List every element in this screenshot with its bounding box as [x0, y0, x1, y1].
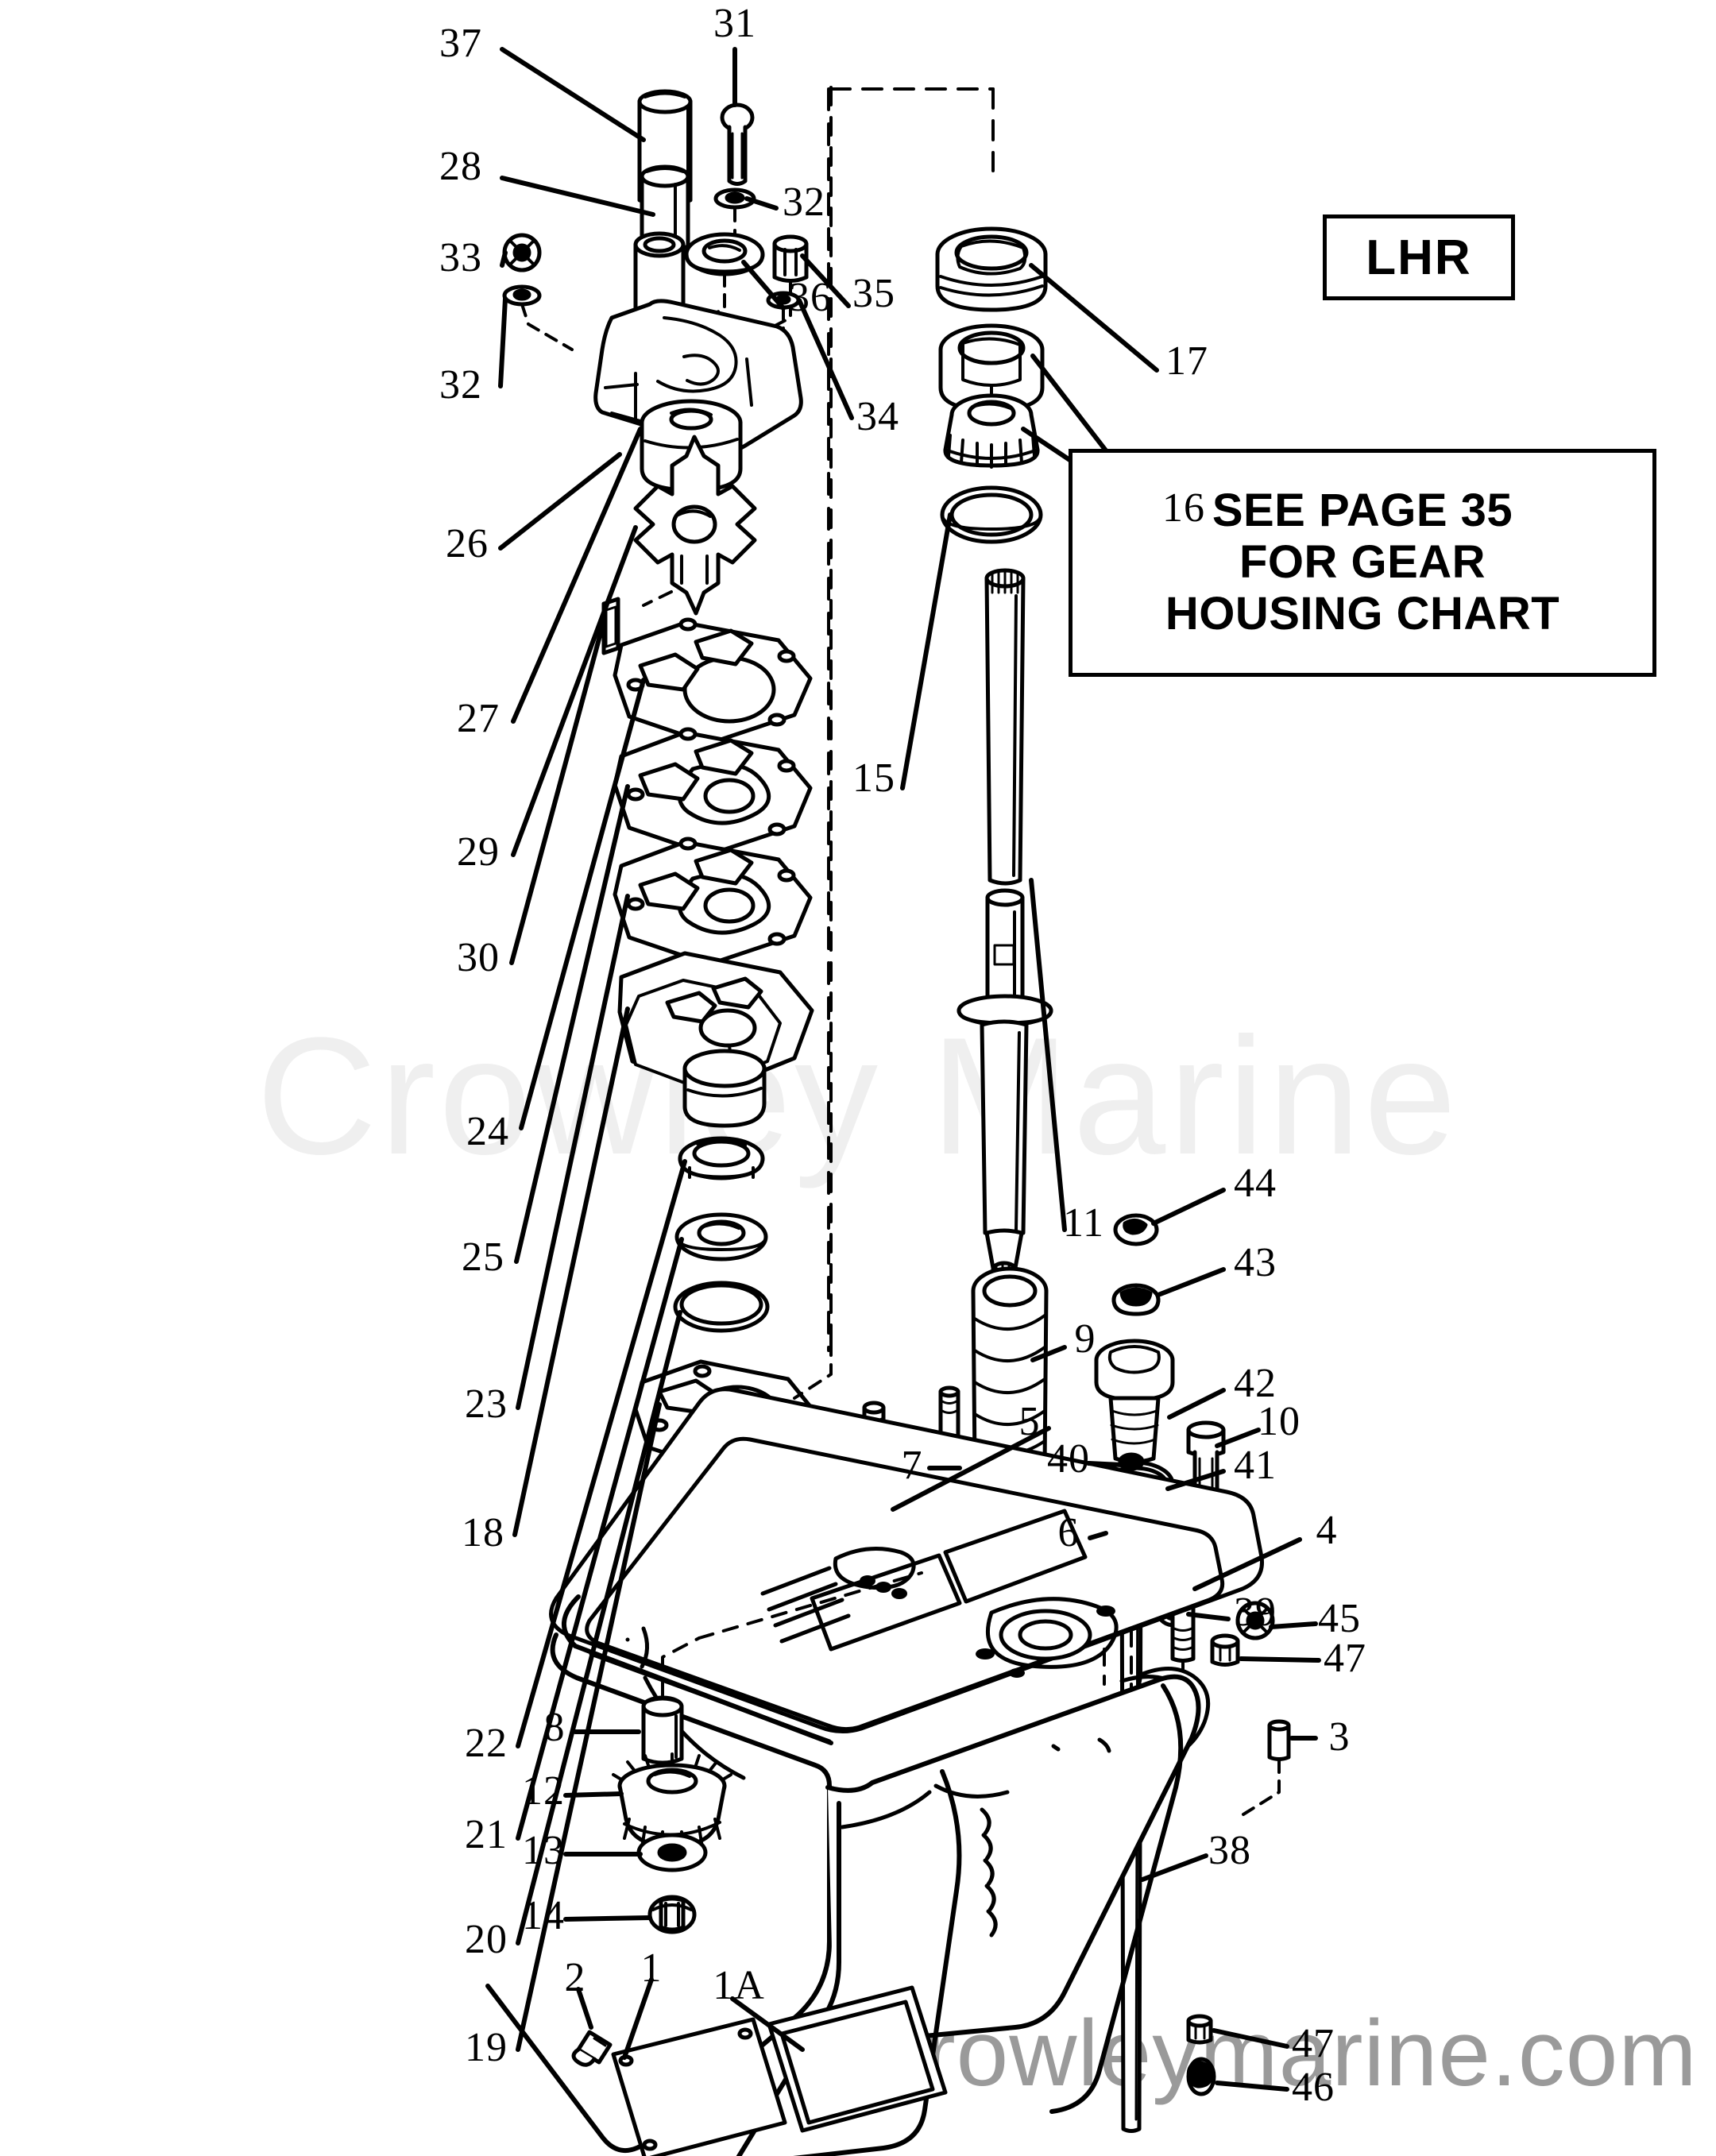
callout-44: 44 — [1234, 1161, 1277, 1206]
part-30-key — [601, 597, 620, 655]
callout-7: 7 — [901, 1443, 923, 1488]
part-12-gear — [612, 1752, 732, 1854]
leader-lines — [498, 47, 1321, 2092]
part-42-plug — [1094, 1339, 1175, 1464]
callout-38: 38 — [1208, 1828, 1251, 1873]
callout-30: 30 — [457, 935, 500, 980]
callout-46: 46 — [1292, 2065, 1335, 2110]
callout-1: 1 — [640, 1945, 663, 1991]
callout-39: 39 — [1234, 1590, 1277, 1635]
callout-23: 23 — [465, 1381, 508, 1427]
part-32-washer-lower — [502, 284, 574, 351]
callout-24: 24 — [466, 1109, 509, 1154]
callout-17: 17 — [1165, 338, 1208, 384]
callout-32: 32 — [783, 180, 825, 225]
part-14-nut — [647, 1895, 697, 1934]
callout-3: 3 — [1328, 1714, 1351, 1760]
part-18-pump-base — [617, 951, 814, 1128]
part-3-pin — [1267, 1719, 1291, 1761]
callout-41: 41 — [1234, 1443, 1277, 1488]
callout-32: 32 — [439, 362, 482, 408]
callout-20: 20 — [465, 1917, 508, 1962]
callout-18: 18 — [462, 1510, 504, 1555]
callout-26: 26 — [446, 521, 489, 566]
part-20-oring — [673, 1281, 770, 1333]
part-47-nut-upper — [1210, 1633, 1240, 1667]
callout-47: 47 — [1292, 2021, 1335, 2066]
callout-43: 43 — [1234, 1240, 1277, 1285]
watermark-center: Crowley Marine — [256, 1003, 1460, 1189]
callout-34: 34 — [856, 394, 899, 439]
part-44-washer — [1113, 1213, 1159, 1246]
callout-2: 2 — [564, 1955, 586, 2000]
lhr-label: LHR — [1366, 230, 1472, 285]
callout-14: 14 — [522, 1893, 565, 1938]
callout-16: 16 — [1162, 485, 1205, 531]
part-31-bolt — [720, 102, 755, 186]
part-16-bearing-outer — [938, 323, 1045, 412]
part-16-roller-bearing — [943, 393, 1040, 469]
callout-36: 36 — [789, 275, 832, 320]
part-1-cover-plate — [611, 2017, 787, 2156]
part-40-clip — [1118, 1452, 1145, 1471]
part-21-oilseal — [674, 1212, 768, 1262]
callout-13: 13 — [522, 1828, 565, 1873]
part-33-lockwasher — [502, 233, 542, 272]
part-8-bushing — [641, 1695, 684, 1765]
callout-12: 12 — [522, 1768, 565, 1814]
callout-9: 9 — [1074, 1316, 1096, 1362]
chart-note-line-2: FOR GEAR — [1239, 536, 1486, 589]
lhr-note-box: LHR — [1323, 214, 1515, 300]
callout-15: 15 — [852, 755, 895, 801]
callout-1a: 1A — [713, 1963, 765, 2008]
callout-8: 8 — [543, 1705, 566, 1750]
part-15-seal — [940, 485, 1043, 544]
callout-21: 21 — [465, 1812, 508, 1857]
part-11-driveshaft-upper — [984, 568, 1026, 886]
part-17-bearing-cup — [935, 226, 1048, 312]
part-1a-cover-gasket — [767, 1985, 948, 2133]
callout-11: 11 — [1062, 1200, 1105, 1246]
part-25-gasket — [613, 727, 813, 857]
callout-19: 19 — [465, 2025, 508, 2070]
gear-housing-chart-note: SEE PAGE 35 FOR GEAR HOUSING CHART — [1069, 449, 1656, 677]
callout-45: 45 — [1318, 1596, 1361, 1641]
part-46-washer — [1186, 2057, 1216, 2096]
callout-29: 29 — [457, 829, 500, 875]
part-35-nut — [772, 234, 809, 283]
part-22-retainer — [678, 1136, 765, 1180]
part-9-water-tube — [971, 1266, 1049, 1484]
callout-5: 5 — [1018, 1399, 1041, 1444]
callout-33: 33 — [439, 235, 482, 280]
callout-10: 10 — [1258, 1399, 1301, 1444]
part-43-seal — [1111, 1283, 1161, 1316]
part-45-lockwasher — [1235, 1601, 1275, 1640]
callout-37: 37 — [439, 21, 482, 66]
callout-28: 28 — [439, 144, 482, 189]
part-13-washer — [636, 1833, 708, 1872]
callout-35: 35 — [852, 271, 895, 316]
part-11-driveshaft-lower — [957, 888, 1053, 1278]
callout-27: 27 — [457, 696, 500, 741]
part-23-gasket — [613, 837, 813, 967]
callout-25: 25 — [462, 1234, 504, 1280]
chart-note-line-3: HOUSING CHART — [1165, 587, 1560, 639]
callout-6: 6 — [1057, 1510, 1080, 1555]
part-24-faceplate — [613, 617, 813, 746]
callout-4: 4 — [1316, 1508, 1338, 1553]
chart-note-line-1: SEE PAGE 35 — [1212, 485, 1513, 537]
callout-47: 47 — [1324, 1636, 1366, 1681]
callout-31: 31 — [713, 1, 756, 46]
callout-42: 42 — [1234, 1361, 1277, 1406]
part-47-nut-lower — [1186, 2014, 1213, 2045]
callout-22: 22 — [465, 1721, 508, 1766]
callout-40: 40 — [1047, 1436, 1090, 1482]
part-29-impeller — [633, 435, 757, 616]
part-2-screw — [571, 2030, 613, 2067]
